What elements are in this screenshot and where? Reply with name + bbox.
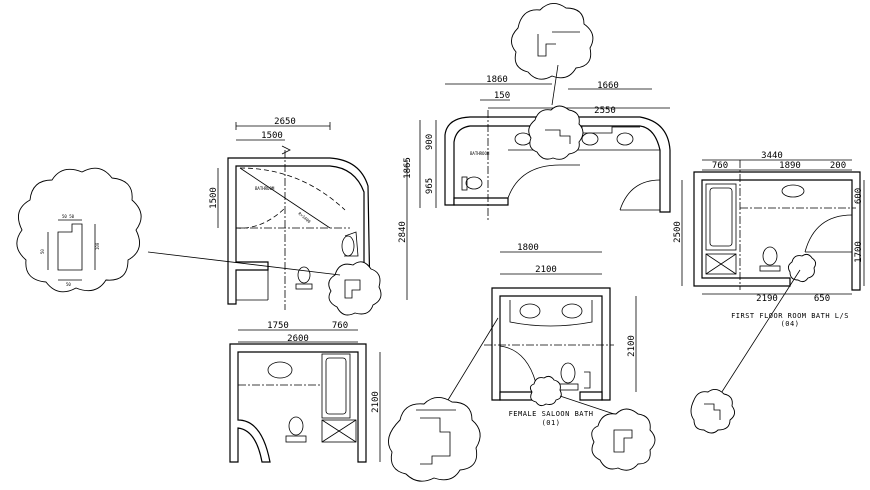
plan-e-dim-right: 2100 bbox=[627, 335, 637, 357]
plan-a-wall bbox=[227, 157, 371, 305]
plan-a-door-label: R=1400 bbox=[297, 211, 312, 224]
plan-e-leader-left bbox=[447, 317, 499, 401]
plan-c-basin bbox=[781, 184, 805, 198]
plan-d-dim-right: 2100 bbox=[371, 391, 381, 413]
plan-b-dim-left-inner-bottom: 965 bbox=[425, 178, 435, 194]
plan-b-mid-cloud bbox=[528, 105, 584, 160]
plan-b-dim-top-left: 1860 bbox=[486, 75, 508, 85]
plan-c-caption-num: (04) bbox=[781, 320, 800, 328]
plan-c-dim-top-b: 1890 bbox=[779, 161, 801, 171]
plan-c-dim-top-c: 200 bbox=[830, 161, 846, 171]
plan-d-dim-top-b: 760 bbox=[332, 321, 348, 331]
plan-b-dim-top-full: 2550 bbox=[594, 106, 616, 116]
plan-a-dim-top: 2650 bbox=[274, 117, 296, 127]
plan-e-leader-right bbox=[559, 395, 621, 417]
plan-a-dim-right: 2840 bbox=[398, 221, 408, 243]
plan-c-dim-right-top: 600 bbox=[854, 188, 864, 204]
plan-e-wall bbox=[491, 287, 611, 401]
plan-b-dim-left-inner-top: 900 bbox=[425, 134, 435, 150]
plan-d-dim-top-a: 1750 bbox=[267, 321, 289, 331]
plan-b-toilet bbox=[465, 176, 483, 190]
plan-c-bathtub bbox=[705, 183, 737, 251]
plan-c-dim-top: 3440 bbox=[761, 151, 783, 161]
plan-a-bathroom: BATHROOM R=1400 2650 1500 1500 2840 bbox=[209, 117, 408, 310]
left-detail-label-d: 50 bbox=[66, 282, 71, 287]
plan-d-bathtub bbox=[321, 353, 351, 419]
plan-c-toilet bbox=[762, 246, 778, 266]
plan-c-dim-bottom-a: 2190 bbox=[756, 294, 778, 304]
plan-d-wall bbox=[229, 343, 367, 463]
plan-e-dim-top: 1800 bbox=[517, 243, 539, 253]
left-detail-label-c: 100 bbox=[95, 242, 100, 250]
left-detail-label-a: 50 50 bbox=[62, 214, 75, 219]
plan-a-toilet bbox=[297, 266, 311, 284]
plan-e-basin-2 bbox=[561, 303, 583, 319]
plan-a-detail-cloud bbox=[328, 261, 382, 316]
plan-d-dim-top-full: 2600 bbox=[287, 334, 309, 344]
plan-d-bathroom: 1750 760 2600 2100 bbox=[229, 321, 381, 463]
plan-e-dim-top-full: 2100 bbox=[535, 265, 557, 275]
plan-e-toilet bbox=[560, 362, 576, 384]
plan-e-basin-1 bbox=[519, 303, 541, 319]
plan-a-dim-left: 1500 bbox=[209, 187, 219, 209]
plan-e-female-saloon-bath: 1800 2100 2100 FEMALE SALOON BATH (01) bbox=[484, 243, 637, 427]
left-cloud-leader bbox=[147, 251, 341, 276]
plan-e-caption: FEMALE SALOON BATH bbox=[509, 410, 594, 418]
plan-b-dim-left-outer: 1865 bbox=[403, 157, 413, 179]
plan-c-dim-bottom-b: 650 bbox=[814, 294, 830, 304]
plan-b-dim-top-right: 1660 bbox=[597, 81, 619, 91]
plan-e-caption-num: (01) bbox=[542, 419, 561, 427]
plan-c-wall bbox=[693, 171, 861, 291]
plan-b-basin-2 bbox=[581, 132, 599, 146]
plan-e-detail-cloud-right bbox=[591, 408, 656, 471]
plan-a-room-label: BATHROOM bbox=[255, 186, 275, 191]
plan-a-dim-top-sub: 1500 bbox=[261, 131, 283, 141]
plan-a-washbasin bbox=[341, 235, 355, 257]
plan-b-basin-3 bbox=[616, 132, 634, 146]
left-cloud-outline bbox=[16, 167, 142, 293]
left-detail-label-b: 50 bbox=[40, 249, 45, 254]
plan-d-basin bbox=[267, 361, 293, 379]
plan-b-basin-1 bbox=[514, 132, 532, 146]
plan-c-leader bbox=[717, 269, 801, 399]
plan-c-shower-tray bbox=[705, 253, 737, 275]
plan-b-room-label: BATHROOM bbox=[470, 151, 490, 156]
plan-b-top-leader bbox=[551, 64, 559, 106]
plan-e-detail-cloud-left bbox=[387, 397, 481, 482]
left-cloud-detail: 50 50 50 100 50 bbox=[16, 167, 142, 293]
plan-e-small-cloud bbox=[529, 375, 562, 407]
plan-d-toilet bbox=[288, 416, 304, 436]
plan-d-shower-tray bbox=[321, 419, 357, 443]
plan-c-caption: FIRST FLOOR ROOM BATH L/S bbox=[731, 312, 849, 320]
plan-c-dim-top-a: 760 bbox=[712, 161, 728, 171]
plan-b-top-cloud bbox=[511, 3, 594, 80]
plan-c-dim-right-bottom: 1700 bbox=[854, 241, 864, 263]
plan-b-dim-top-mid: 150 bbox=[494, 91, 510, 101]
plan-c-detail-cloud bbox=[690, 389, 735, 434]
plan-c-first-floor-bath: 3440 760 1890 200 2500 600 1700 2190 650… bbox=[673, 151, 865, 328]
plan-b-bathroom: BATHROOM 1860 1660 150 2550 1865 900 965 bbox=[403, 75, 671, 220]
plan-c-dim-left: 2500 bbox=[673, 221, 683, 243]
